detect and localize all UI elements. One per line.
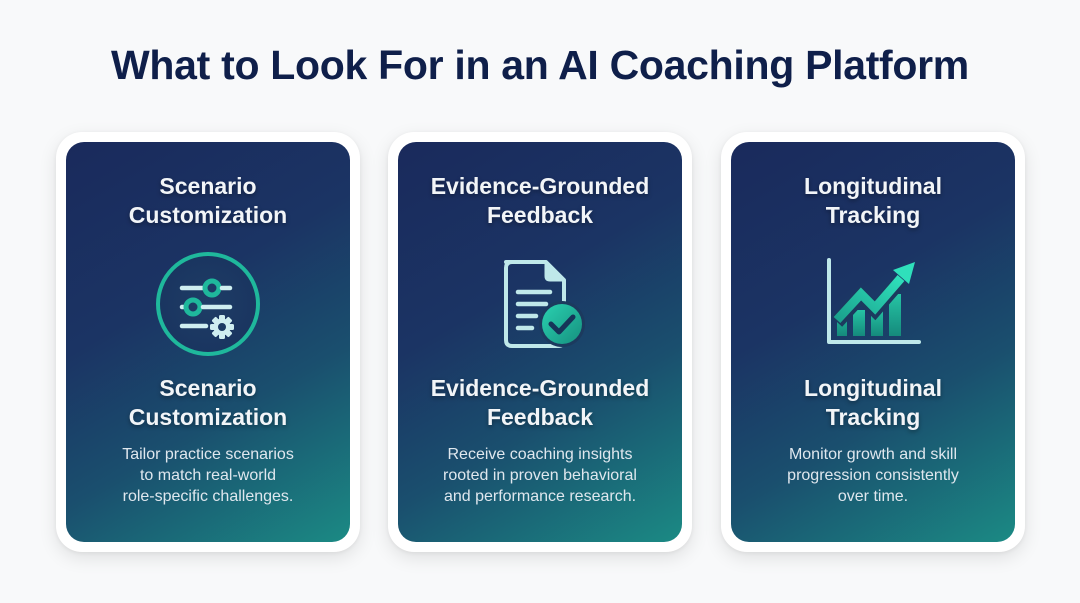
card-heading: Longitudinal Tracking bbox=[731, 374, 1015, 432]
card-heading-line: Longitudinal bbox=[804, 375, 942, 401]
card-title: Longitudinal Tracking bbox=[731, 172, 1015, 230]
card-heading-line: Evidence-Grounded bbox=[430, 375, 650, 401]
sliders-gear-icon bbox=[154, 250, 262, 358]
feature-card-evidence-grounded-feedback: Evidence-Grounded Feedback bbox=[388, 132, 692, 552]
feature-card-scenario-customization: Scenario Customization bbox=[56, 132, 360, 552]
card-title: Evidence-Grounded Feedback bbox=[398, 172, 682, 230]
card-heading-line: Feedback bbox=[486, 404, 594, 430]
card-heading-line: Tracking bbox=[825, 404, 921, 430]
card-description-line: Receive coaching insights bbox=[447, 446, 633, 463]
card-description-line: Monitor growth and skill bbox=[788, 446, 958, 463]
card-description-line: and performance research. bbox=[443, 488, 637, 505]
card-title-line: Tracking bbox=[825, 202, 921, 228]
growth-chart-icon bbox=[823, 256, 923, 348]
card-heading: Scenario Customization bbox=[66, 374, 350, 432]
card-description-line: progression consistently bbox=[787, 467, 959, 484]
card-description-line: over time. bbox=[837, 488, 909, 505]
card-panel: Evidence-Grounded Feedback bbox=[398, 142, 682, 542]
card-description-line: role-specific challenges. bbox=[122, 488, 294, 505]
card-title-line: Customization bbox=[128, 202, 288, 228]
card-title-line: Feedback bbox=[486, 202, 594, 228]
document-check-icon bbox=[492, 256, 588, 352]
card-description: Monitor growth and skill progression con… bbox=[731, 444, 1015, 507]
card-description-line: to match real-world bbox=[139, 467, 277, 484]
card-heading-line: Scenario bbox=[159, 375, 257, 401]
card-description-line: Tailor practice scenarios bbox=[122, 446, 294, 463]
card-heading-line: Customization bbox=[128, 404, 288, 430]
card-heading: Evidence-Grounded Feedback bbox=[398, 374, 682, 432]
card-description-line: rooted in proven behavioral bbox=[443, 467, 637, 484]
card-description: Receive coaching insights rooted in prov… bbox=[398, 444, 682, 507]
card-title-line: Longitudinal bbox=[804, 173, 942, 199]
card-panel: Scenario Customization bbox=[66, 142, 350, 542]
card-title-line: Scenario bbox=[159, 173, 257, 199]
card-description: Tailor practice scenarios to match real-… bbox=[66, 444, 350, 507]
page-title: What to Look For in an AI Coaching Platf… bbox=[111, 42, 969, 88]
card-title-line: Evidence-Grounded bbox=[430, 173, 650, 199]
card-panel: Longitudinal Tracking bbox=[731, 142, 1015, 542]
feature-card-longitudinal-tracking: Longitudinal Tracking bbox=[721, 132, 1025, 552]
card-title: Scenario Customization bbox=[66, 172, 350, 230]
